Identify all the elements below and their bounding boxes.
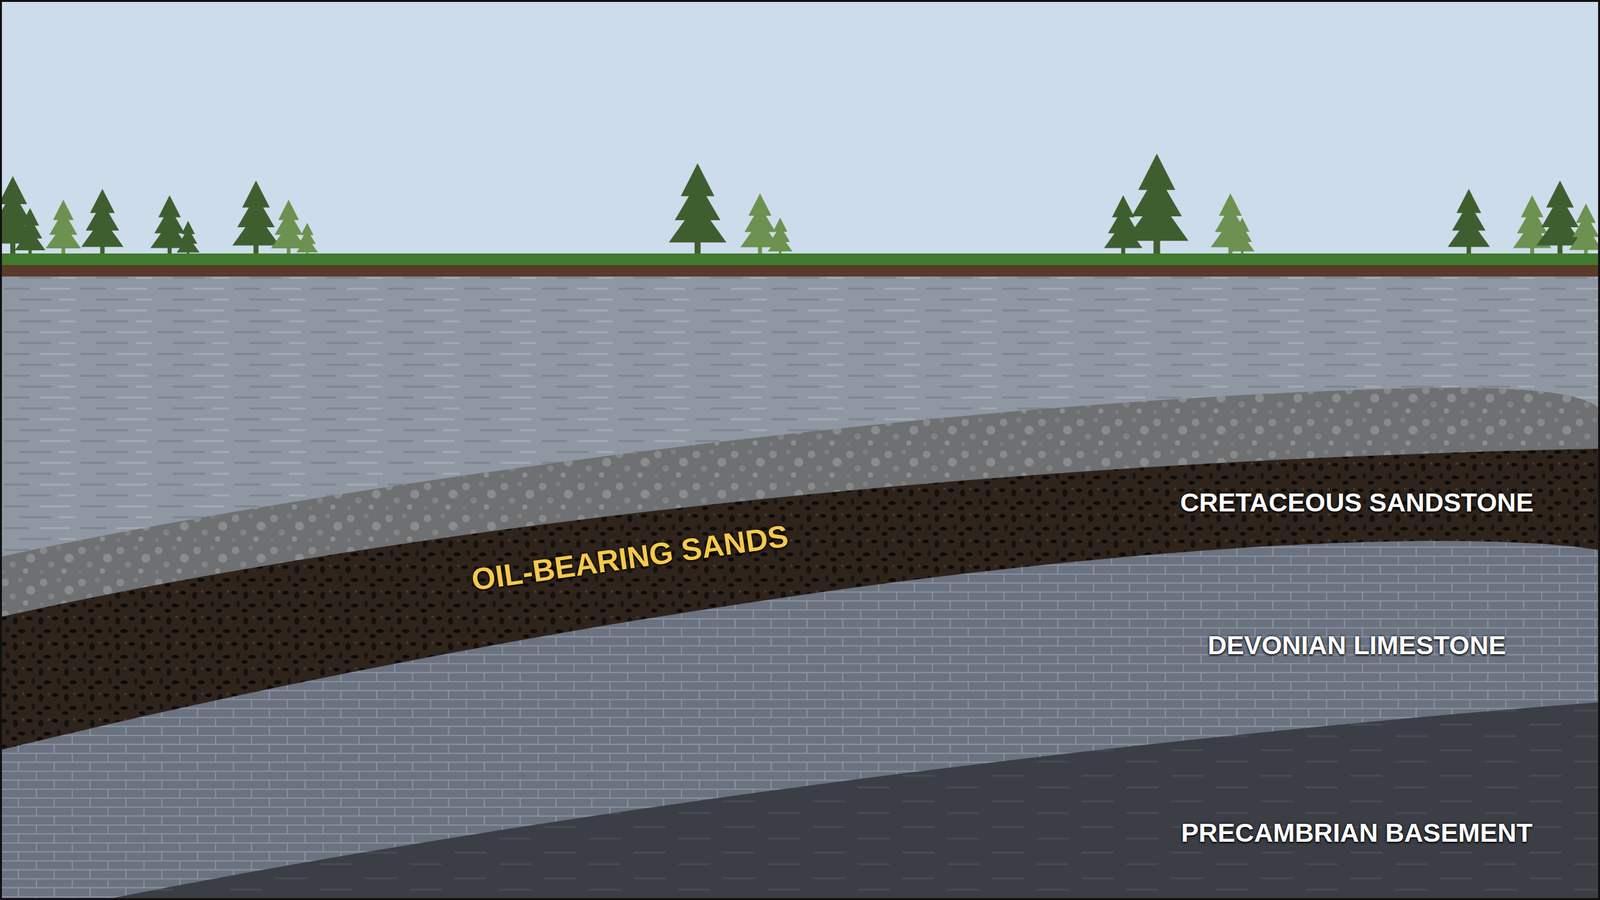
basement-layer: [102, 702, 1600, 900]
layer-label: CRETACEOUS SANDSTONE: [1180, 488, 1534, 518]
trees: [0, 153, 1600, 260]
soil: [0, 264, 1600, 278]
shale-layer: [0, 276, 1600, 900]
sky: [0, 0, 1600, 269]
limestone-layer: [0, 540, 1600, 900]
sandstone-layer: [0, 387, 1600, 900]
layer-label: PRECAMBRIAN BASEMENT: [1181, 818, 1533, 848]
oil-sands-layer: [0, 448, 1600, 900]
layer-label: DEVONIAN LIMESTONE: [1207, 631, 1506, 660]
